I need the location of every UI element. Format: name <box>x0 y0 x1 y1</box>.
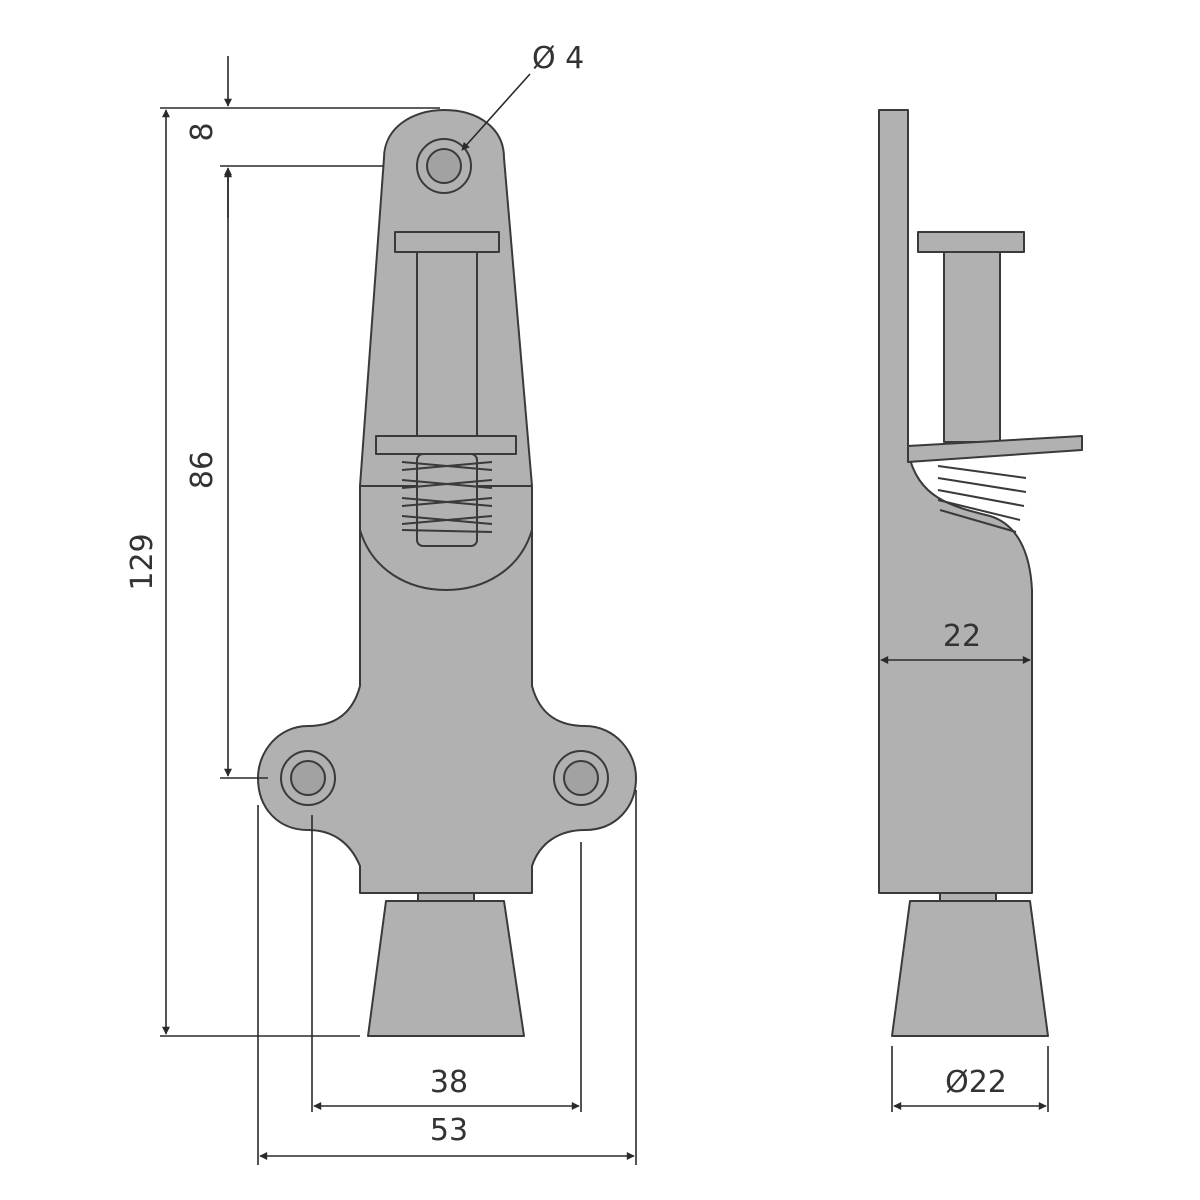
label-hole-diameter: Ø 4 <box>532 41 584 76</box>
label-hole-to-base: 86 <box>185 451 220 489</box>
spring-plate <box>375 435 517 455</box>
side-foot-neck <box>939 892 997 902</box>
side-plunger-shaft <box>943 251 1001 443</box>
side-spring <box>937 465 1027 533</box>
side-body <box>878 109 1033 894</box>
front-rubber-foot <box>367 900 525 1037</box>
side-plunger-top <box>917 231 1025 253</box>
front-spring <box>401 453 493 547</box>
side-lever <box>907 435 1083 463</box>
plunger-top-plate <box>394 231 500 253</box>
front-foot-neck <box>417 892 475 902</box>
label-foot-diameter: Ø22 <box>945 1065 1007 1100</box>
label-hole-spacing: 38 <box>430 1065 468 1100</box>
plunger-shaft <box>416 251 478 439</box>
front-view <box>257 109 637 1037</box>
label-body-depth: 22 <box>943 619 981 654</box>
label-top-offset: 8 <box>185 122 220 141</box>
side-rubber-foot <box>891 900 1049 1037</box>
front-body <box>257 485 637 894</box>
dimension-labels: Ø 4 8 86 129 38 53 22 Ø22 <box>125 41 1007 1148</box>
dim-d4-leader <box>461 73 531 151</box>
side-view <box>878 109 1083 1037</box>
label-overall-height: 129 <box>125 533 160 590</box>
dimension-lines <box>160 56 1049 1165</box>
label-overall-width: 53 <box>430 1113 468 1148</box>
